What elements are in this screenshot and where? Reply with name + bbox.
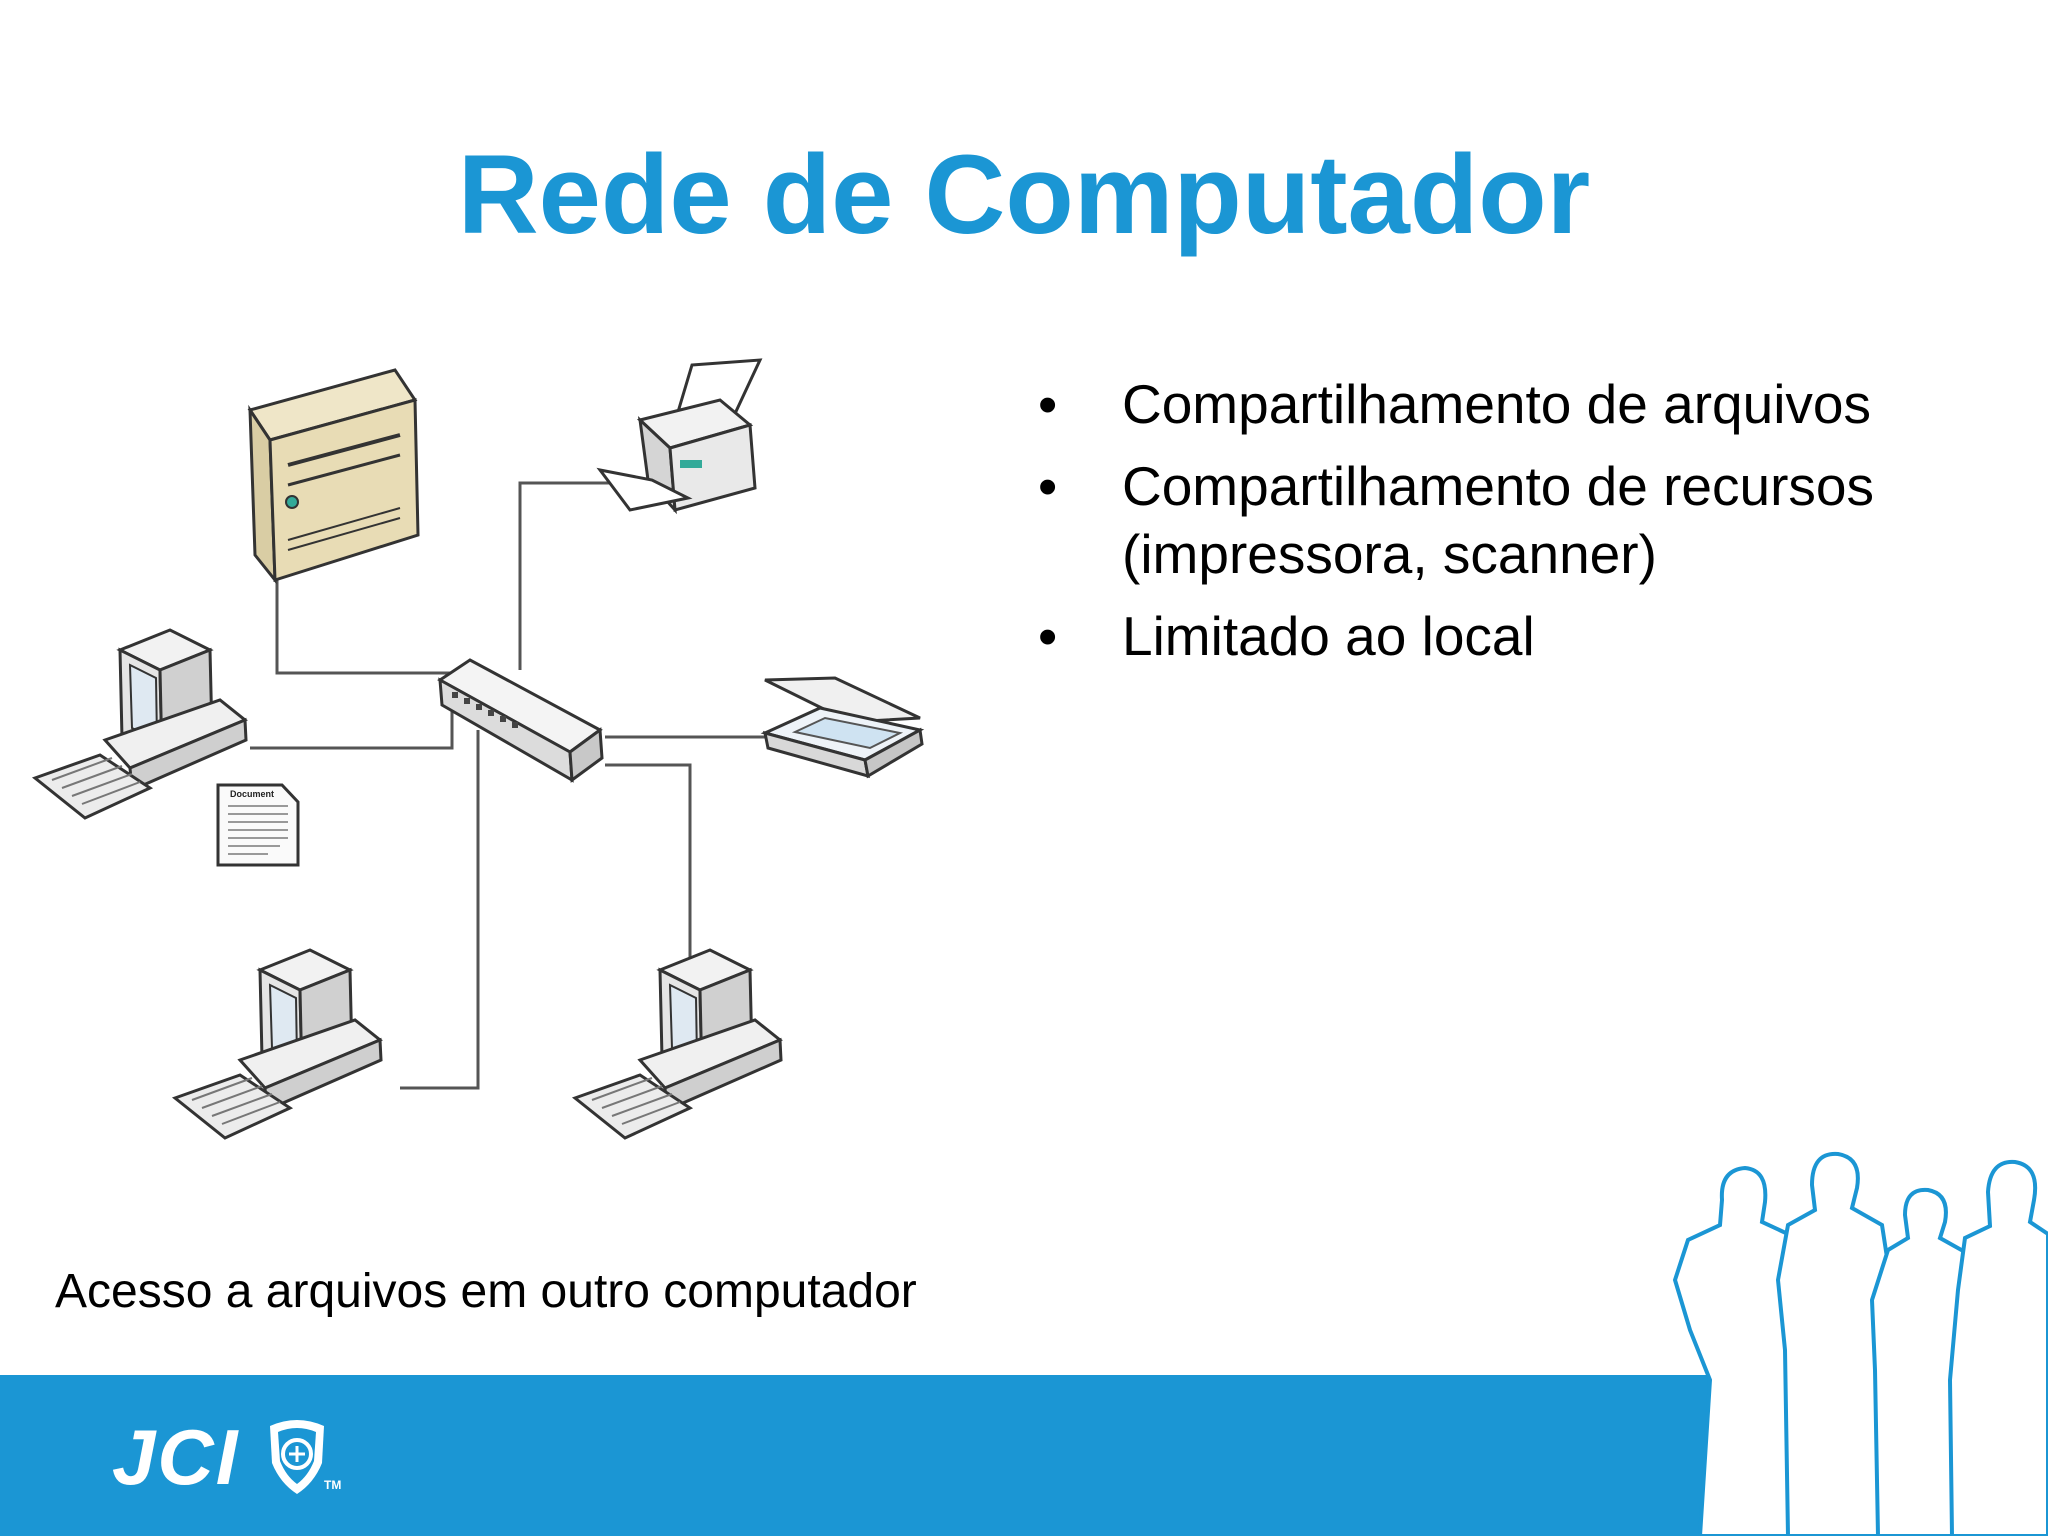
line-printer-switch	[518, 481, 620, 670]
connection-lines	[250, 481, 770, 1090]
document-icon: Document	[216, 783, 300, 867]
network-diagram: Document	[31, 358, 925, 1140]
bullet-list: • Compartilhamento de arquivos • Compart…	[1038, 370, 2018, 684]
document-label: Document	[230, 789, 274, 799]
bullet-text: Limitado ao local	[1122, 605, 1535, 667]
scanner-icon	[760, 676, 925, 779]
desktop-computer-icon-bottom-left	[171, 948, 383, 1140]
bullet-marker: •	[1038, 455, 1058, 517]
diagram-caption: Acesso a arquivos em outro computador	[55, 1265, 917, 1318]
logo-text: JCI	[112, 1413, 240, 1501]
bullet-item: • Compartilhamento de arquivos	[1038, 370, 2018, 438]
server-tower-icon	[247, 368, 420, 585]
people-silhouette-icon	[1672, 1151, 2048, 1536]
bullet-item: • Limitado ao local	[1038, 602, 2018, 670]
bullet-text: Compartilhamento de recursos (impressora…	[1122, 455, 1875, 585]
desktop-computer-icon-bottom-right	[571, 948, 783, 1140]
jci-logo: JCI TM	[112, 1410, 344, 1510]
network-switch-icon	[437, 658, 604, 783]
jci-shield-icon	[270, 1420, 324, 1494]
line-pc-bottom-left-switch	[400, 730, 480, 1090]
line-pc-left-switch	[250, 710, 454, 750]
desktop-computer-icon	[31, 628, 248, 820]
bullet-text: Compartilhamento de arquivos	[1122, 373, 1871, 435]
slide-title: Rede de Computador	[457, 132, 1591, 257]
bullet-item: • Compartilhamento de recursos (impresso…	[1038, 452, 2018, 588]
line-server-switch	[275, 580, 460, 675]
bullet-marker: •	[1038, 373, 1058, 435]
line-pc-bottom-right-switch	[605, 763, 692, 960]
printer-icon	[596, 358, 763, 515]
bullet-marker: •	[1038, 605, 1058, 667]
trademark-mark: TM	[324, 1478, 342, 1492]
